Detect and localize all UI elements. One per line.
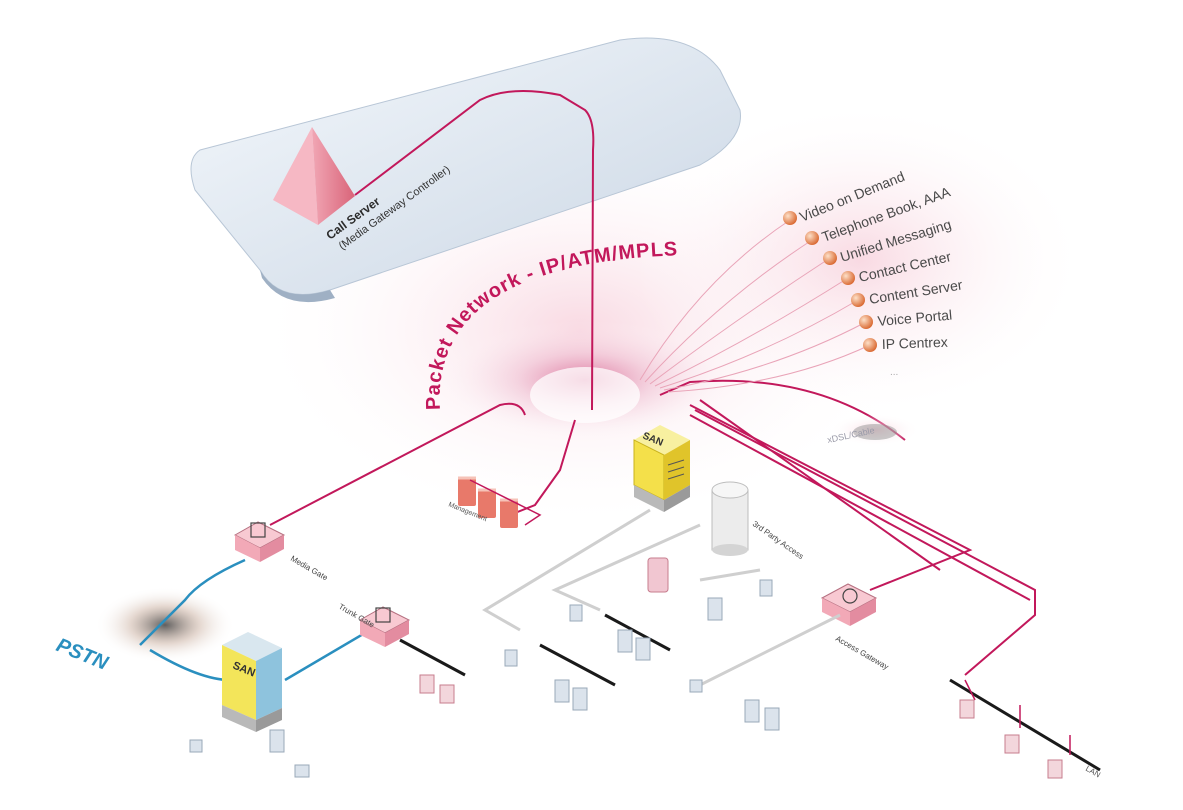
service-label: IP Centrex <box>882 334 948 352</box>
monitor-icon <box>647 557 669 593</box>
service-fan-lines <box>639 219 871 393</box>
media-gateway-icon <box>233 521 286 562</box>
third-party-access-icon <box>711 481 749 556</box>
service-orb-icon <box>823 251 837 265</box>
san-left-icon <box>222 632 282 732</box>
service-label: Voice Portal <box>877 307 953 329</box>
third-party-label: 3rd Party Access <box>751 519 805 561</box>
access-gateway-icon <box>820 583 878 626</box>
call-server-panel <box>190 37 741 303</box>
service-orb-icon <box>841 271 855 285</box>
workstation-icon <box>189 679 703 753</box>
workstation-icon <box>419 674 455 704</box>
management-icon <box>458 476 542 528</box>
workstation-icons <box>189 557 1063 779</box>
service-orb-icon <box>783 211 797 225</box>
wan-hole <box>830 414 920 446</box>
lan-label: LAN <box>1084 764 1102 780</box>
service-orbs <box>783 211 877 352</box>
media-gateway-label: Media Gate <box>289 554 330 583</box>
call-server-icon <box>273 127 355 225</box>
workstation-icon <box>554 679 588 711</box>
lan-bus-connections <box>964 679 1071 755</box>
workstation-icon <box>707 579 773 621</box>
access-gateway-label: Access Gateway <box>834 634 890 672</box>
packet-network-core <box>530 367 640 423</box>
service-orb-icon <box>805 231 819 245</box>
san-top-icon <box>633 425 690 512</box>
workstation-icon <box>504 604 583 667</box>
wan-hole-core <box>853 424 897 440</box>
service-orb-icon <box>863 338 877 352</box>
service-orb-icon <box>859 315 873 329</box>
workstation-icon <box>269 729 310 778</box>
workstation-icon <box>744 699 780 731</box>
workstation-icon <box>617 629 651 661</box>
lan-connections <box>482 508 841 692</box>
service-orb-icon <box>851 293 865 307</box>
service-more: ... <box>890 367 898 378</box>
lan-bars <box>399 613 1101 772</box>
trunk-gateway-icon <box>358 606 411 647</box>
workstation-icon <box>959 699 1063 779</box>
pstn-hole <box>95 587 235 663</box>
background-glow-right <box>630 100 1090 420</box>
